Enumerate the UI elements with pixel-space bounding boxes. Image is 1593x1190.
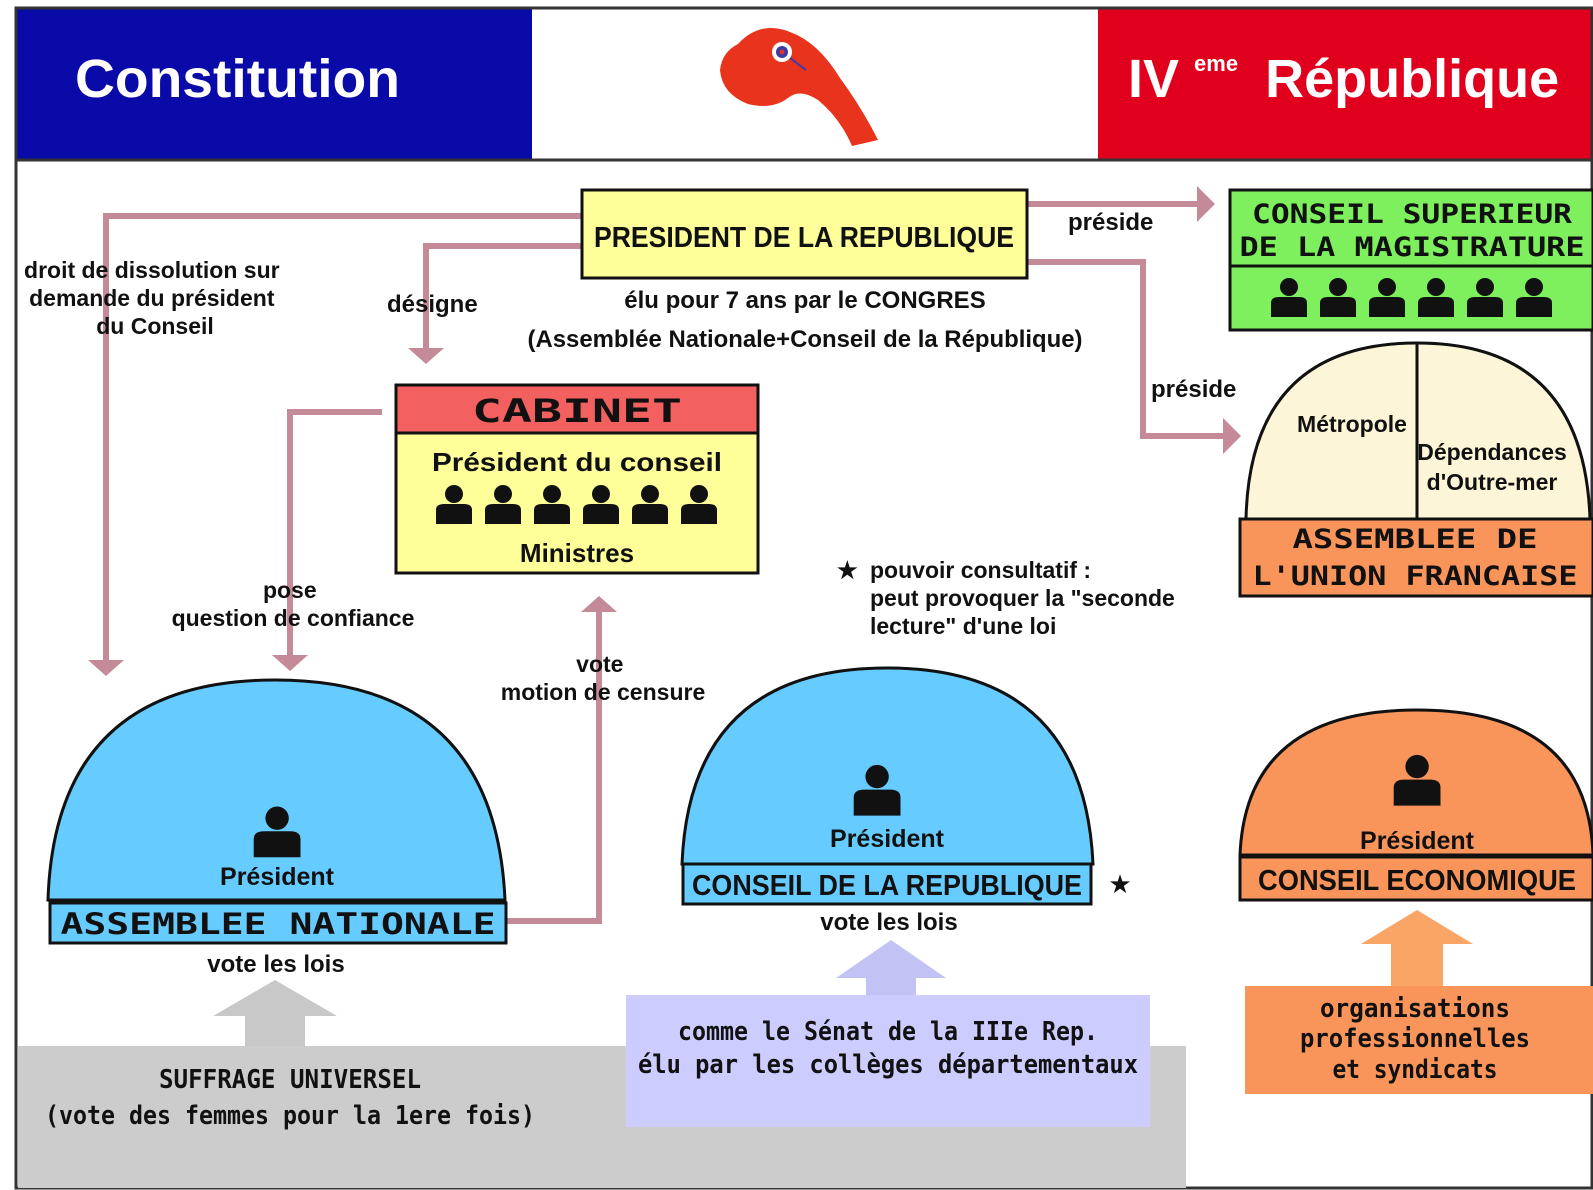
president-election: élu pour 7 ans par le CONGRES	[624, 287, 985, 314]
senat-line2: élu par les collèges départementaux	[638, 1050, 1138, 1080]
csm-line1: CONSEIL SUPERIEUR	[1252, 199, 1573, 230]
organisations-box: organisations professionnelles et syndic…	[1245, 910, 1593, 1094]
conseil-rep-star: ★	[1108, 869, 1131, 899]
president-title: PRESIDENT DE LA REPUBLIQUE	[594, 222, 1014, 254]
union-francaise-dome: Métropole Dépendances d'Outre-mer ASSEMB…	[1238, 341, 1593, 598]
suffrage-line2: (vote des femmes pour la 1ere fois)	[45, 1101, 535, 1131]
assemblee-president: Président	[220, 863, 335, 891]
union-title-2: L'UNION FRANCAISE	[1253, 561, 1578, 592]
preside-union-arrow	[1027, 259, 1223, 439]
conseil-eco-president: Président	[1360, 827, 1475, 855]
cabinet-president: Président du conseil	[432, 447, 722, 477]
union-outre-mer: d'Outre-mer	[1427, 469, 1558, 495]
confiance-label: pose question de confiance	[172, 577, 415, 631]
conseil-rep-vote: vote les lois	[820, 909, 957, 936]
president-box: PRESIDENT DE LA REPUBLIQUE	[580, 188, 1029, 280]
consultatif-star: ★	[837, 557, 858, 583]
senat-origin-box: comme le Sénat de la IIIe Rep. élu par l…	[626, 940, 1150, 1127]
suffrage-line1: SUFFRAGE UNIVERSEL	[159, 1065, 421, 1095]
suffrage-arrow	[213, 980, 337, 1046]
consultatif-note: ★ pouvoir consultatif : peut provoquer l…	[837, 557, 1181, 639]
dissolution-arrow	[103, 213, 582, 660]
cabinet-box: CABINET Président du conseil Ministres	[394, 383, 760, 575]
flag-red-band	[1098, 8, 1593, 160]
preside-label-1: préside	[1068, 209, 1153, 236]
header-title-left: Constitution	[75, 49, 400, 109]
orgs-line1: organisations	[1320, 994, 1510, 1024]
conseil-rep-title: CONSEIL DE LA REPUBLIQUE	[692, 870, 1082, 902]
orgs-line3: et syndicats	[1333, 1055, 1498, 1085]
union-title-1: ASSEMBLEE DE	[1293, 524, 1538, 555]
header-republique: République	[1265, 49, 1559, 109]
censure-arrow	[506, 612, 602, 924]
header-title-right: IV eme République	[1128, 23, 1559, 109]
assemblee-nationale-dome: Président ASSEMBLEE NATIONALE vote les l…	[46, 678, 508, 978]
designe-label: désigne	[387, 291, 478, 318]
flag-blue-band	[16, 8, 532, 160]
preside-label-2: préside	[1151, 376, 1236, 403]
header-superscript: eme	[1194, 51, 1238, 76]
assemblee-title: ASSEMBLEE NATIONALE	[61, 907, 496, 941]
dissolution-label: droit de dissolution sur demande du prés…	[24, 257, 286, 339]
header-banner: Constitution IV eme République	[14, 6, 1593, 1190]
president-congres: (Assemblée Nationale+Conseil de la Répub…	[528, 326, 1083, 353]
phrygian-cap-icon	[720, 28, 878, 146]
header-roman-numeral: IV	[1128, 49, 1179, 109]
union-dependances: Dépendances	[1417, 439, 1567, 465]
conseil-economique-dome: Président CONSEIL ECONOMIQUE	[1238, 708, 1593, 902]
orgs-arrow	[1361, 910, 1473, 986]
senat-line1: comme le Sénat de la IIIe Rep.	[678, 1017, 1098, 1047]
conseil-rep-president: Président	[830, 825, 945, 853]
censure-label: vote motion de censure	[501, 651, 705, 705]
cabinet-ministres: Ministres	[520, 538, 634, 568]
assemblee-vote: vote les lois	[207, 951, 344, 978]
conseil-eco-title: CONSEIL ECONOMIQUE	[1258, 865, 1576, 897]
connector-arrows	[88, 186, 1241, 924]
designe-arrow	[423, 243, 582, 348]
csm-line2: DE LA MAGISTRATURE	[1240, 232, 1585, 263]
csm-box: CONSEIL SUPERIEUR DE LA MAGISTRATURE	[1228, 188, 1593, 332]
union-metropole: Métropole	[1297, 411, 1407, 437]
orgs-line2: professionnelles	[1300, 1024, 1530, 1054]
cabinet-title: CABINET	[472, 392, 682, 430]
confiance-arrow	[287, 409, 382, 655]
conseil-republique-dome: Président CONSEIL DE LA REPUBLIQUE ★ vot…	[680, 666, 1132, 936]
senat-arrow	[836, 940, 946, 995]
